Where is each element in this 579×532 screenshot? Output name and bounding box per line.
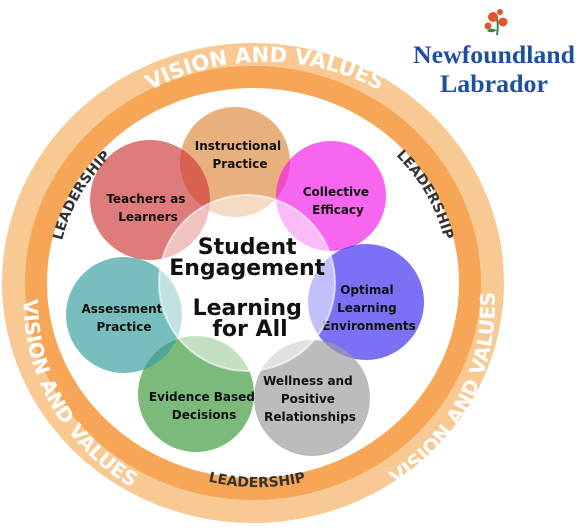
center-line-engagement: Engagement — [169, 256, 325, 281]
petal-label: Teachers as Learners — [106, 192, 189, 224]
center-label: Student Engagement Learning for All — [169, 235, 331, 342]
center-line-learning: Learning — [193, 296, 302, 321]
petal-label: Instructional Practice — [195, 139, 286, 171]
logo-line-1: Newfoundland — [413, 42, 575, 69]
center-line-student: Student — [198, 235, 297, 260]
petal-assessment-practice: Assessment Practice — [66, 257, 182, 373]
leadership-label-bottom: LEADERSHIP — [207, 470, 306, 492]
petal-label: Collective Efficacy — [303, 185, 374, 217]
center-circle — [158, 194, 336, 372]
logo-line-2: Labrador — [440, 71, 548, 98]
petal-label: Assessment Practice — [81, 302, 166, 334]
petal-circle — [308, 244, 424, 360]
petal-circle — [66, 257, 182, 373]
petal-wellness-positive-relationships: Wellness and Positive Relationships — [254, 340, 370, 456]
newfoundland-labrador-logo: Newfoundland Labrador — [413, 9, 575, 98]
petal-label: Optimal Learning Environments — [322, 283, 415, 333]
petal-circle — [254, 340, 370, 456]
petal-optimal-learning-environments: Optimal Learning Environments — [308, 244, 424, 360]
center-line-for-all: for All — [212, 317, 287, 342]
petal-label: Evidence Based Decisions — [149, 390, 259, 422]
pitcher-plant-icon — [484, 9, 508, 36]
petal-label: Wellness and Positive Relationships — [263, 374, 357, 424]
